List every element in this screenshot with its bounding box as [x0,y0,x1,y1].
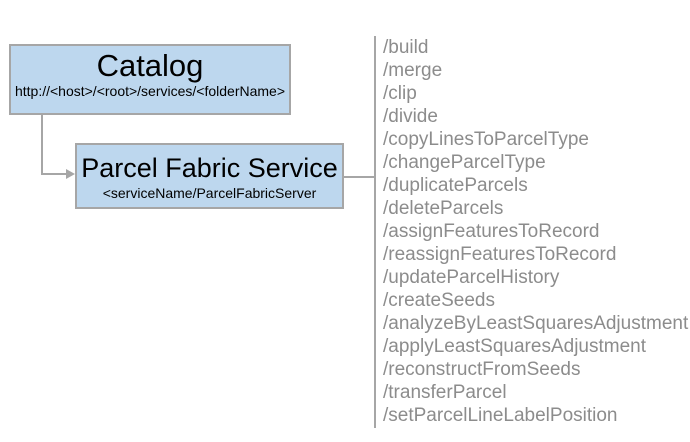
operation-item: /transferParcel [383,382,507,403]
catalog-url-template: http://<host>/<root>/services/<folderNam… [14,83,286,99]
operation-item: /assignFeaturesToRecord [383,221,600,242]
operation-item: /updateParcelHistory [383,267,560,288]
operation-item: /divide [383,106,438,127]
operation-item: /applyLeastSquaresAdjustment [383,336,646,357]
operation-item: /duplicateParcels [383,175,528,196]
operation-item: /reconstructFromSeeds [383,359,581,380]
catalog-title: Catalog [96,48,204,83]
operation-item: /changeParcelType [383,152,546,173]
service-title: Parcel Fabric Service [81,153,338,183]
operation-item: /createSeeds [383,290,495,311]
operation-item: /build [383,37,429,58]
operation-item: /deleteParcels [383,198,504,219]
operations-list: /build/merge/clip/divide/copyLinesToParc… [383,36,688,427]
service-to-operations-line [344,176,375,178]
operations-separator-line [374,36,376,428]
operation-item: /merge [383,60,443,81]
catalog-to-service-horizontal-line [41,173,66,175]
operation-item: /copyLinesToParcelType [383,129,589,150]
catalog-to-service-vertical-line [41,115,43,174]
arrowhead-icon [66,169,75,179]
operation-item: /setParcelLineLabelPosition [383,405,618,426]
operation-item: /reassignFeaturesToRecord [383,244,617,265]
operation-item: /analyzeByLeastSquaresAdjustment [383,313,689,334]
parcel-fabric-service-node: Parcel Fabric Service <serviceName/Parce… [75,143,344,209]
catalog-node: Catalog http://<host>/<root>/services/<f… [9,44,291,115]
operation-item: /clip [383,83,417,104]
service-url-template: <serviceName/ParcelFabricServer [102,185,317,201]
